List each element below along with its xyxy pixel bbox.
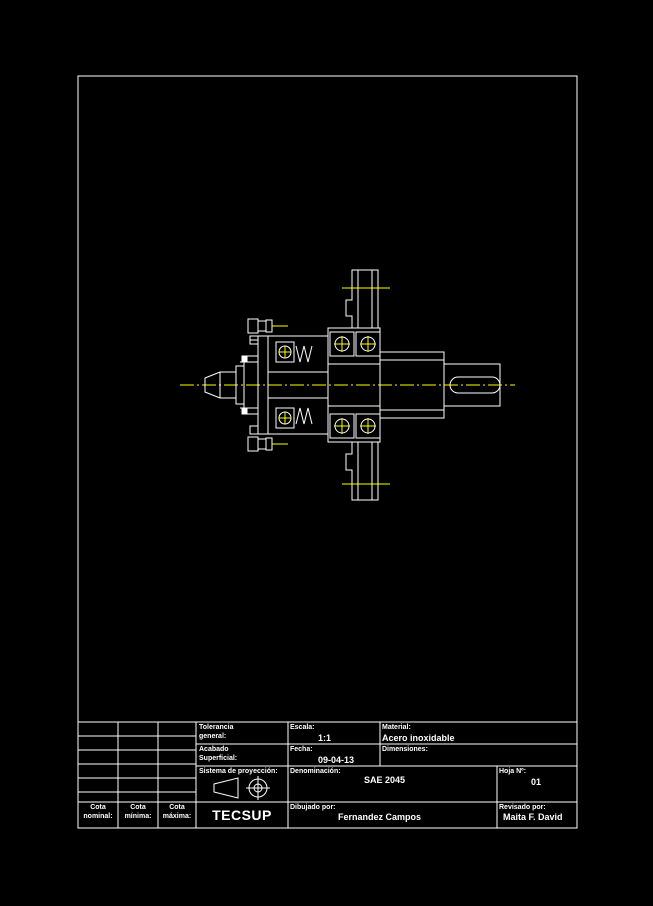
dibujado-value: Fernandez Campos [338,812,422,822]
bearing-bottom-right [355,413,381,439]
title-block [77,721,578,829]
cota-nominal-label: Cota [90,804,106,811]
material-value: Acero inoxidable [382,733,455,743]
spring-top [295,345,313,363]
revisado-value: Maita F. David [503,812,563,822]
projection-symbol-icon [213,776,270,800]
shaft-body [380,351,445,419]
keyway [449,376,501,394]
tolerancia-label-2: general: [199,733,227,740]
fecha-value: 09-04-13 [318,755,355,765]
revisado-label: Revisado por: [499,804,546,811]
flange-top [345,269,379,329]
cota-maxima-label: Cota [169,804,185,811]
acabado-label-2: Superficial: [199,755,238,762]
drawing-border [77,75,578,829]
cota-minima-label: Cota [130,804,146,811]
spindle-assembly-drawing [180,269,515,501]
bearing-small-bottom [275,407,295,429]
bearing-top-right [355,331,381,357]
sistema-proyeccion-label: Sistema de proyección: [199,768,278,775]
bearing-bottom-left [329,413,355,439]
denominacion-value: SAE 2045 [364,775,406,785]
fecha-label: Fecha: [290,746,313,753]
hoja-label: Hoja Nº: [499,768,527,775]
dibujado-label: Dibujado por: [290,804,336,811]
hoja-value: 01 [531,777,542,787]
cota-maxima-label-2: máxima: [162,813,192,820]
bearing-top-left [329,331,355,357]
dimensiones-label: Dimensiones: [382,746,428,753]
cota-minima-label-2: mínima: [124,813,152,820]
tolerancia-label: Tolerancia [199,724,234,731]
escala-value: 1:1 [318,733,332,743]
denominacion-label: Denominación: [290,768,341,775]
spring-bottom [295,407,313,425]
cota-nominal-label-2: nominal: [83,813,113,820]
bearing-small-top [275,341,295,363]
acabado-label: Acabado [199,746,229,753]
material-label: Material: [382,724,411,731]
bolt-bottom [247,425,288,452]
escala-label: Escala: [290,724,315,731]
tecsup-logo: TECSUP [212,807,272,823]
bolt-top [247,318,288,345]
flange-bottom [345,441,379,501]
